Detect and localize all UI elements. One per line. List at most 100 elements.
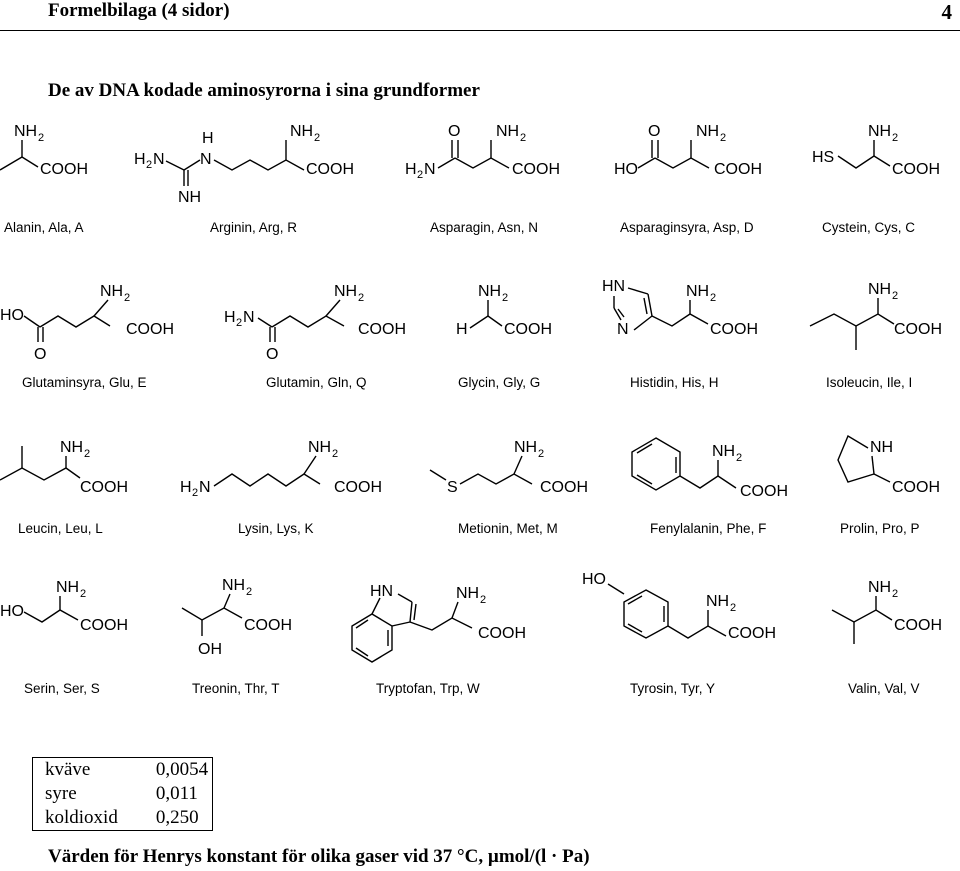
svg-text:2: 2 [417, 169, 423, 181]
svg-text:COOH: COOH [334, 479, 382, 496]
svg-text:COOH: COOH [728, 625, 776, 642]
svg-text:H: H [456, 321, 468, 338]
section-title: De av DNA kodade aminosyrorna i sina gru… [48, 80, 480, 101]
svg-text:2: 2 [38, 132, 44, 144]
caption-asparaginsyra: Asparaginsyra, Asp, D [620, 220, 754, 235]
svg-text:O: O [34, 346, 46, 363]
svg-text:COOH: COOH [714, 161, 762, 178]
svg-text:NH: NH [100, 283, 123, 300]
svg-text:2: 2 [710, 292, 716, 304]
svg-text:NH: NH [706, 593, 729, 610]
svg-text:NH: NH [870, 439, 893, 456]
svg-text:N: N [200, 151, 212, 168]
caption-fenylalanin: Fenylalanin, Phe, F [650, 521, 766, 536]
svg-text:2: 2 [358, 292, 364, 304]
svg-text:COOH: COOH [306, 161, 354, 178]
svg-text:H: H [180, 479, 192, 496]
svg-text:NH: NH [712, 443, 735, 460]
svg-text:2: 2 [80, 588, 86, 600]
table-row: koldioxid 0,250 [33, 806, 213, 831]
svg-text:COOH: COOH [80, 479, 128, 496]
svg-text:H: H [405, 161, 417, 178]
svg-text:COOH: COOH [892, 161, 940, 178]
svg-text:HO: HO [0, 307, 24, 324]
svg-text:COOH: COOH [740, 483, 788, 500]
svg-text:NH: NH [868, 579, 891, 596]
svg-text:NH: NH [696, 123, 719, 140]
svg-text:NH: NH [456, 585, 479, 602]
svg-text:O: O [266, 346, 278, 363]
caption-treonin: Treonin, Thr, T [192, 681, 280, 696]
svg-text:O: O [448, 123, 460, 140]
caption-arginin: Arginin, Arg, R [210, 220, 297, 235]
table-row: syre 0,011 [33, 782, 213, 806]
svg-text:2: 2 [892, 290, 898, 302]
svg-text:2: 2 [538, 448, 544, 460]
caption-alanin: Alanin, Ala, A [4, 220, 84, 235]
svg-text:2: 2 [124, 292, 130, 304]
svg-text:2: 2 [192, 487, 198, 499]
svg-text:HO: HO [0, 603, 24, 620]
table-row: kväve 0,0054 [33, 758, 213, 783]
caption-serin: Serin, Ser, S [24, 681, 100, 696]
svg-text:NH: NH [222, 577, 245, 594]
svg-text:2: 2 [892, 588, 898, 600]
svg-text:NH: NH [478, 283, 501, 300]
svg-text:2: 2 [892, 132, 898, 144]
svg-text:HN: HN [602, 278, 625, 295]
svg-text:OH: OH [198, 641, 222, 658]
caption-glutaminsyra: Glutaminsyra, Glu, E [22, 375, 147, 390]
caption-cystein: Cystein, Cys, C [822, 220, 915, 235]
svg-text:NH: NH [334, 283, 357, 300]
svg-text:COOH: COOH [710, 321, 758, 338]
caption-lysin: Lysin, Lys, K [238, 521, 314, 536]
svg-text:NH: NH [514, 439, 537, 456]
svg-text:NH: NH [60, 439, 83, 456]
caption-valin: Valin, Val, V [848, 681, 920, 696]
svg-text:2: 2 [736, 452, 742, 464]
caption-prolin: Prolin, Pro, P [840, 521, 920, 536]
svg-text:COOH: COOH [894, 617, 942, 634]
svg-text:H: H [134, 151, 146, 168]
caption-histidin: Histidin, His, H [630, 375, 719, 390]
svg-text:N: N [199, 479, 211, 496]
svg-text:HS: HS [812, 149, 834, 166]
svg-text:2: 2 [720, 132, 726, 144]
header-title: Formelbilaga (4 sidor) [48, 0, 230, 21]
svg-text:2: 2 [246, 586, 252, 598]
svg-text:COOH: COOH [126, 321, 174, 338]
gas-name: koldioxid [45, 807, 118, 828]
svg-text:H: H [202, 130, 214, 147]
svg-text:NH: NH [290, 123, 313, 140]
caption-tryptofan: Tryptofan, Trp, W [376, 681, 480, 696]
structure-prolin: NH COOH [837, 434, 940, 496]
svg-text:2: 2 [480, 594, 486, 606]
caption-isoleucin: Isoleucin, Ile, I [826, 375, 912, 390]
svg-text:HO: HO [582, 571, 606, 588]
svg-text:NH: NH [308, 439, 331, 456]
caption-asparagin: Asparagin, Asn, N [430, 220, 538, 235]
gas-name: kväve [45, 759, 91, 780]
caption-glutamin: Glutamin, Gln, Q [266, 375, 367, 390]
svg-text:COOH: COOH [244, 617, 292, 634]
gas-name: syre [45, 783, 77, 804]
svg-text:COOH: COOH [358, 321, 406, 338]
svg-text:O: O [648, 123, 660, 140]
svg-text:2: 2 [236, 317, 242, 329]
svg-text:COOH: COOH [892, 479, 940, 496]
svg-text:NH: NH [496, 123, 519, 140]
henry-table-caption: Värden för Henrys konstant för olika gas… [48, 846, 590, 867]
svg-text:COOH: COOH [540, 479, 588, 496]
svg-text:H: H [224, 309, 236, 326]
